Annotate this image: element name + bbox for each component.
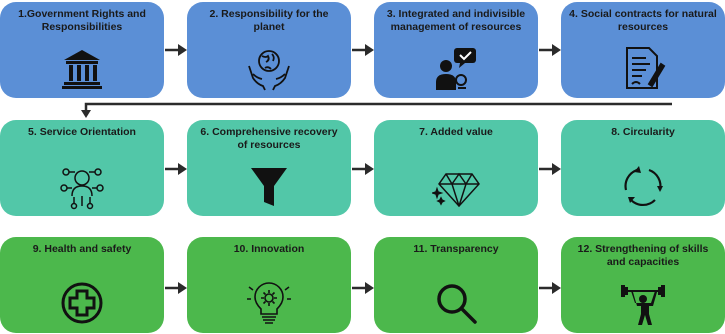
step-card-11: 11. Transparency	[374, 237, 538, 333]
step-card-9: 9. Health and safety	[0, 237, 164, 333]
step-label: 3. Integrated and indivisible management…	[386, 8, 526, 33]
flow-arrow	[165, 44, 187, 56]
flow-arrow	[539, 282, 561, 294]
funnel-icon	[245, 162, 293, 210]
step-card-5: 5. Service Orientation	[0, 120, 164, 216]
magnifier-icon	[432, 279, 480, 327]
step-card-3: 3. Integrated and indivisible management…	[374, 2, 538, 98]
step-label: 10. Innovation	[233, 243, 305, 255]
flow-arrow	[539, 163, 561, 175]
weightlifter-icon	[619, 279, 667, 327]
step-label: 8. Circularity	[611, 126, 675, 138]
person-chat-icon	[432, 44, 480, 92]
lightbulb-gear-icon	[245, 279, 293, 327]
step-card-8: 8. Circularity	[561, 120, 725, 216]
circular-arrows-icon	[619, 162, 667, 210]
step-card-4: 4. Social contracts for natural resource…	[561, 2, 725, 98]
step-label: 6. Comprehensive recovery of resources	[200, 126, 338, 151]
flow-arrow	[539, 44, 561, 56]
diamond-icon	[432, 162, 480, 210]
step-card-2: 2. Responsibility for the planet	[187, 2, 351, 98]
step-card-10: 10. Innovation	[187, 237, 351, 333]
step-card-1: 1.Government Rights and Responsibilities	[0, 2, 164, 98]
step-label: 9. Health and safety	[32, 243, 132, 255]
service-network-icon	[58, 162, 106, 210]
flow-arrow	[165, 163, 187, 175]
step-card-6: 6. Comprehensive recovery of resources	[187, 120, 351, 216]
step-label: 1.Government Rights and Responsibilities	[18, 8, 146, 33]
medical-cross-icon	[58, 279, 106, 327]
planet-in-hands-icon	[245, 44, 293, 92]
flow-arrow	[165, 282, 187, 294]
flow-arrow	[352, 44, 374, 56]
contract-pen-icon	[619, 44, 667, 92]
flow-arrow	[352, 163, 374, 175]
step-label: 11. Transparency	[413, 243, 499, 255]
step-label: 5. Service Orientation	[28, 126, 136, 138]
step-card-12: 12. Strengthening of skills and capaciti…	[561, 237, 725, 333]
step-label: 7. Added value	[419, 126, 493, 138]
government-building-icon	[58, 44, 106, 92]
step-label: 2. Responsibility for the planet	[209, 8, 329, 33]
step-card-7: 7. Added value	[374, 120, 538, 216]
step-label: 12. Strengthening of skills and capaciti…	[577, 243, 709, 268]
step-label: 4. Social contracts for natural resource…	[569, 8, 717, 33]
flow-arrow	[352, 282, 374, 294]
